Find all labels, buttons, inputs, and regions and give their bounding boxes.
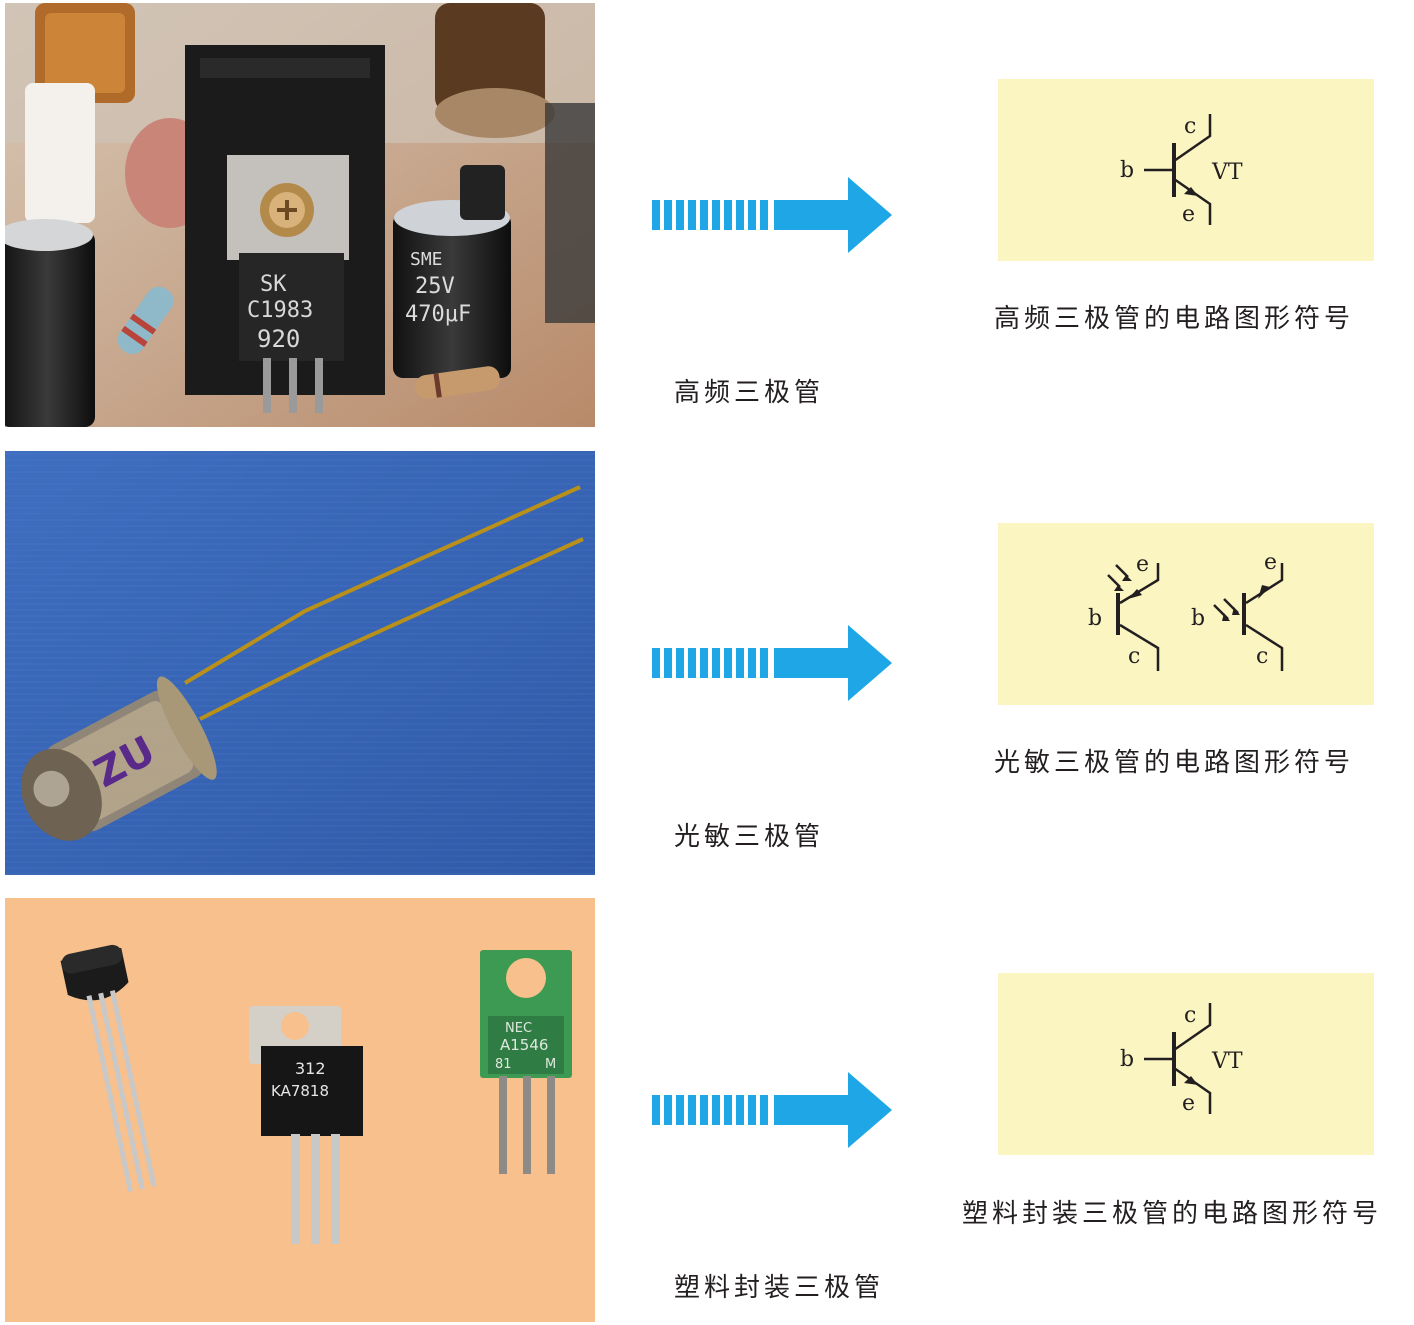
emitter-label: e	[1182, 202, 1195, 227]
row-photosensitive: ZU e b c	[0, 448, 1414, 878]
component-name-label: VT	[1211, 160, 1243, 185]
photo-code-text: 920	[257, 325, 300, 353]
arrow-right-icon	[652, 1072, 892, 1148]
photo-mark-312: 312	[295, 1059, 326, 1078]
base-label-2: b	[1191, 606, 1205, 631]
component-name-label: VT	[1211, 1049, 1243, 1074]
high-frequency-transistor-photo: SK C1983 920 SME 25V 470μF	[5, 3, 595, 427]
emitter-label-2: e	[1264, 550, 1277, 575]
collector-label-2: c	[1256, 644, 1268, 669]
npn-transistor-symbol-icon: c b e VT	[1120, 1003, 1243, 1116]
photo-transistor-photo: ZU	[5, 451, 595, 875]
photo-nec: NEC	[505, 1021, 532, 1036]
collector-label: c	[1128, 644, 1140, 669]
arrow-right-icon	[652, 625, 892, 701]
plastic-package-transistor-photo: 312 KA7818 NEC A1546 81 M	[5, 898, 595, 1322]
photo-part-ka: KA7818	[271, 1082, 329, 1100]
photo-caption: 塑料封装三极管	[674, 1273, 885, 1303]
photo-part-text: C1983	[247, 298, 313, 323]
photo-code-m: M	[545, 1057, 556, 1072]
arrow-right-icon	[652, 177, 892, 253]
symbol-caption: 塑料封装三极管的电路图形符号	[962, 1199, 1383, 1229]
photo-cap-value: 470μF	[405, 302, 471, 327]
base-label: b	[1088, 606, 1102, 631]
row-plastic-package: 312 KA7818 NEC A1546 81 M	[0, 895, 1414, 1325]
photo-brand-text: SK	[260, 272, 287, 297]
row-high-frequency: SK C1983 920 SME 25V 470μF	[0, 0, 1414, 430]
npn-transistor-symbol-box: c b e VT	[998, 79, 1374, 261]
photo-code-81: 81	[495, 1057, 512, 1072]
base-label: b	[1120, 1047, 1134, 1072]
photo-caption: 高频三极管	[674, 378, 825, 408]
npn-transistor-symbol-box: c b e VT	[998, 973, 1374, 1155]
collector-label: c	[1184, 114, 1196, 139]
photo-part-a: A1546	[500, 1036, 548, 1054]
phototransistor-symbol-box: e b c e b c	[998, 523, 1374, 705]
symbol-caption: 光敏三极管的电路图形符号	[994, 748, 1355, 778]
emitter-label: e	[1136, 552, 1149, 577]
base-label: b	[1120, 158, 1134, 183]
symbol-caption: 高频三极管的电路图形符号	[994, 304, 1355, 334]
emitter-label: e	[1182, 1091, 1195, 1116]
npn-transistor-symbol-icon: c b e VT	[1120, 114, 1243, 227]
photo-caption: 光敏三极管	[674, 822, 825, 852]
photo-cap-brand: SME	[410, 249, 443, 270]
photo-cap-voltage: 25V	[415, 274, 455, 299]
collector-label: c	[1184, 1003, 1196, 1028]
phototransistor-symbol-icon: e b c e b c	[1088, 550, 1284, 671]
